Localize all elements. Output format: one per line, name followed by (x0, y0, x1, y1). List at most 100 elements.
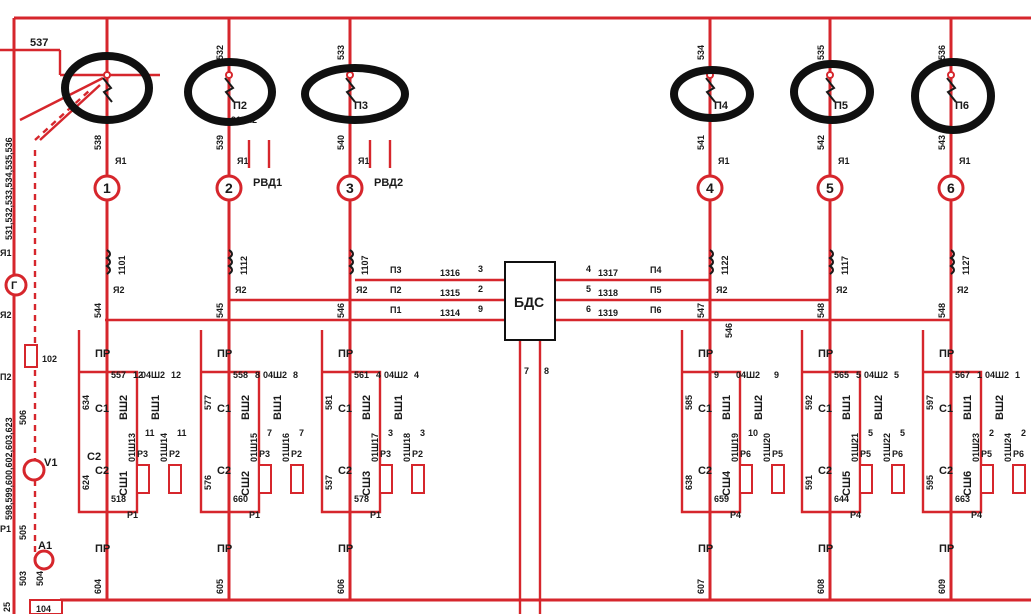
label-505: 505 (18, 525, 28, 540)
label-506: 506 (18, 410, 28, 425)
motor-6-contact-dot (947, 71, 955, 79)
motor-4-shunt-frame (680, 330, 742, 514)
motor-3-ya2: Я2 (356, 285, 367, 295)
motor-2-number: 2 (225, 180, 233, 196)
motor-2-wire-low: 605 (215, 579, 225, 594)
label-25: 25 (2, 602, 12, 612)
motor-4-field-coil (708, 249, 714, 275)
motor-3-rvd-wires (368, 140, 392, 168)
motor-2-ya2: Я2 (235, 285, 246, 295)
motor-2-contact-label: П2 (233, 100, 247, 112)
motor-5-w12a: 5 (856, 370, 861, 380)
motor-5-top-wire: 535 (816, 45, 826, 60)
motor-3-coil-wire: 1107 (360, 255, 370, 275)
motor-5-p-b: P6 (892, 449, 903, 459)
motor-1-resistor-b (168, 464, 182, 494)
motor-5-pr-bottom: ПР (818, 543, 833, 555)
highlight-circle-4 (670, 66, 754, 122)
motor-5-coil-wire: 1117 (840, 256, 850, 275)
motor-1-wire-low: 604 (93, 579, 103, 594)
bds-left-contact-0: П3 (390, 265, 401, 275)
motor-4-w12a: 04Ш2 (736, 370, 760, 380)
motor-2-sh-b: 01Ш16 (281, 433, 291, 462)
motor-5-sh-b: 01Ш22 (882, 433, 892, 462)
highlight-circle-3 (301, 64, 409, 124)
motor-1-p-b: P2 (169, 449, 180, 459)
motor-5-n2: 5 (900, 428, 905, 438)
motor-6-contact-label: П6 (955, 100, 969, 112)
generator-label: Г (11, 280, 18, 292)
motor-2-rvd-wires (247, 140, 271, 168)
motor-6-top-wire: 536 (937, 45, 947, 60)
label-p1-left: P1 (0, 524, 11, 534)
motor-3-number: 3 (346, 180, 354, 196)
motor-3-resistor-b (411, 464, 425, 494)
motor-1-n2: 11 (177, 428, 187, 438)
motor-6-wire-low: 609 (937, 579, 947, 594)
ammeter-label: A1 (38, 540, 52, 552)
motor-1-p-bottom: P1 (127, 510, 138, 520)
motor-2-p-b: P2 (291, 449, 302, 459)
motor-1-n1: 11 (145, 428, 155, 438)
motor-2-csh: СШ2 (240, 471, 252, 496)
motor-6-contact-symbol (946, 77, 957, 103)
motor-4-wire-low: 607 (696, 579, 706, 594)
highlight-circle-2 (184, 58, 276, 126)
bds-right-contact-2: П6 (650, 305, 661, 315)
motor-3-sh-b: 01Ш18 (402, 433, 412, 462)
motor-5-shunt-label: 04Ш2 (864, 370, 888, 380)
motor-2-field-coil (227, 249, 233, 275)
motor-6-p-bottom: P4 (971, 510, 982, 520)
motor-4-c1: C1 (698, 403, 712, 415)
motor-6-field-coil (949, 249, 955, 275)
motor-4-number: 4 (706, 180, 714, 196)
motor-2-ya1: Я1 (237, 156, 248, 166)
motor-4-pr-bottom: ПР (698, 543, 713, 555)
motor-5-vsh-b: ВШ2 (873, 395, 885, 420)
motor-2-pr-top: ПР (217, 348, 232, 360)
motor-2-n2: 7 (299, 428, 304, 438)
motor-6-wire-after: 543 (937, 135, 947, 150)
motor-5-ya1: Я1 (838, 156, 849, 166)
bds-block (504, 261, 556, 341)
motor-1-resistor-a (136, 464, 150, 494)
motor-4-w12b: 9 (774, 370, 779, 380)
motor-1-shunt-label: 04Ш2 (141, 370, 165, 380)
motor-6-p-b: P6 (1013, 449, 1024, 459)
motor-5-p-bottom: P4 (850, 510, 861, 520)
motor-2-resistor-b (290, 464, 304, 494)
motor-2-resistor-a (258, 464, 272, 494)
motor-4-top-wire: 534 (696, 45, 706, 60)
motor-2-bottom-num: 660 (233, 494, 248, 504)
motor-2-contact-symbol (224, 77, 235, 103)
motor-1-bottom-num: 518 (111, 494, 126, 504)
motor-6-vsh-b: ВШ2 (994, 395, 1006, 420)
motor-4-ya2: Я2 (716, 285, 727, 295)
motor-6-shunt-label: 04Ш2 (985, 370, 1009, 380)
motor-5-wire-left: 592 (804, 395, 814, 410)
label-102: 102 (42, 354, 57, 364)
motor-6-resistor-a (980, 464, 994, 494)
label-503: 503 (18, 571, 28, 586)
motor-2-contact-dot (225, 71, 233, 79)
motor-1-c2: C2 (95, 465, 109, 477)
motor-3-field-coil (348, 249, 354, 275)
motor-4-resistor-b (771, 464, 785, 494)
motor-6-ya1: Я1 (959, 156, 970, 166)
motor-4-w557: 9 (714, 370, 719, 380)
motor-3-wire-after: 540 (336, 135, 346, 150)
motor-3-wire-left2: 537 (324, 475, 334, 490)
motor-5-shunt-frame (800, 330, 862, 514)
motor-5-n1: 5 (868, 428, 873, 438)
motor-1-below-wire: 544 (93, 303, 103, 318)
bds-right-pin-1: 5 (586, 284, 591, 294)
bds-left-pin-2: 9 (478, 304, 483, 314)
motor-5-below-wire: 548 (816, 303, 826, 318)
motor-5-csh: СШ5 (841, 471, 853, 496)
motor-2-wire-left: 577 (203, 395, 213, 410)
